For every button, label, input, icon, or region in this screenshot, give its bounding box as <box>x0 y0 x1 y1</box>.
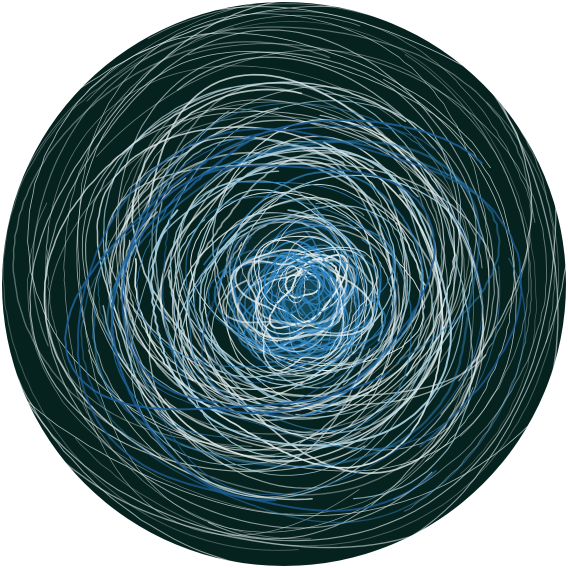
light-trail-mid <box>198 209 384 404</box>
light-trail-blue <box>97 240 501 450</box>
light-trail-core <box>277 292 315 325</box>
light-trail-rim <box>404 54 532 512</box>
light-trail-mid <box>103 150 443 419</box>
light-trail-core <box>252 246 379 362</box>
light-trail-outer <box>32 26 532 415</box>
light-trail-core <box>298 263 337 313</box>
light-trail-blue <box>167 196 413 432</box>
light-trail-core <box>237 216 366 371</box>
light-trail-mid <box>171 135 442 436</box>
light-trail-core <box>268 254 349 329</box>
light-trail-outer <box>63 14 361 536</box>
light-trail-mid <box>131 73 484 474</box>
light-trail-blue <box>106 139 501 365</box>
light-trail-outer <box>26 65 475 515</box>
light-trail-core <box>243 230 348 363</box>
light-trail-rim <box>169 21 537 475</box>
light-trail-outer <box>29 2 533 473</box>
light-trail-mid <box>174 188 368 386</box>
light-trail-blue <box>136 160 396 368</box>
light-trail-outer <box>77 13 490 533</box>
light-trail-outer <box>27 32 517 472</box>
light-trail-mid <box>225 198 406 376</box>
light-trail-mid <box>177 180 357 409</box>
light-trail-mid <box>108 151 440 422</box>
light-trail-mid <box>148 144 396 472</box>
light-trail-outer <box>76 51 515 462</box>
light-trail-rim <box>74 102 560 547</box>
light-trail-blue <box>200 219 347 417</box>
light-trail-rim <box>187 43 548 501</box>
light-trail-core <box>253 235 343 335</box>
light-trail-mid <box>119 99 485 451</box>
light-trail-outer <box>47 115 470 457</box>
light-trail-core <box>263 252 325 325</box>
light-trail-blue <box>110 102 449 439</box>
light-trail-mid <box>185 119 456 410</box>
light-trail-rim <box>86 10 536 223</box>
light-trail-blue <box>80 212 526 524</box>
light-trail-blue <box>121 164 436 414</box>
light-trail-outer <box>43 29 495 540</box>
light-trail-outer <box>151 81 443 417</box>
light-trail-outer <box>12 41 480 496</box>
light-trail-core <box>277 265 309 304</box>
light-trail-mid <box>150 146 452 447</box>
light-trail-blue <box>110 136 277 502</box>
light-trail-rim <box>96 49 530 437</box>
light-trail-mid <box>154 137 435 435</box>
light-trail-core <box>277 272 346 356</box>
light-trail-rim <box>2 27 299 551</box>
light-trail-blue <box>91 140 481 468</box>
light-trail-core <box>230 248 374 341</box>
light-trail-mid <box>147 163 396 378</box>
light-trail-rim <box>45 226 312 540</box>
light-trail-blue <box>203 171 424 418</box>
light-trail-core <box>296 247 341 331</box>
light-trail-blue <box>76 127 523 512</box>
